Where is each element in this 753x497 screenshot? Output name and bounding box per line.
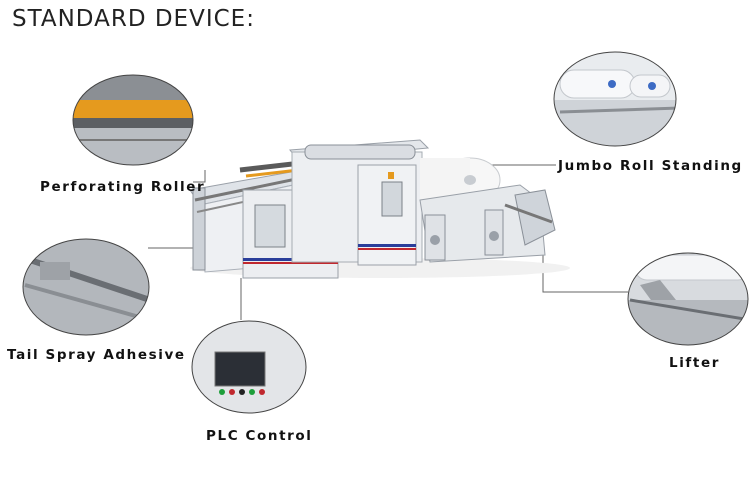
tail-spray-adhesive-photo	[22, 238, 150, 336]
plc-control-photo	[191, 320, 307, 414]
label-plc-control: PLC Control	[206, 428, 313, 444]
leader-perforating-roller	[193, 170, 206, 183]
label-jumbo-roll-standing: Jumbo Roll Standing	[558, 158, 743, 174]
lifter-photo	[627, 252, 749, 346]
jumbo-roll-standing-photo	[553, 51, 677, 147]
label-lifter: Lifter	[669, 355, 720, 371]
label-perforating-roller: Perforating Roller	[40, 179, 206, 195]
leader-lifter	[542, 230, 628, 293]
label-tail-spray-adhesive: Tail Spray Adhesive	[7, 347, 186, 363]
machine-illustration	[189, 139, 570, 279]
page-title: STANDARD DEVICE:	[12, 6, 255, 32]
perforating-roller-photo	[72, 74, 194, 166]
